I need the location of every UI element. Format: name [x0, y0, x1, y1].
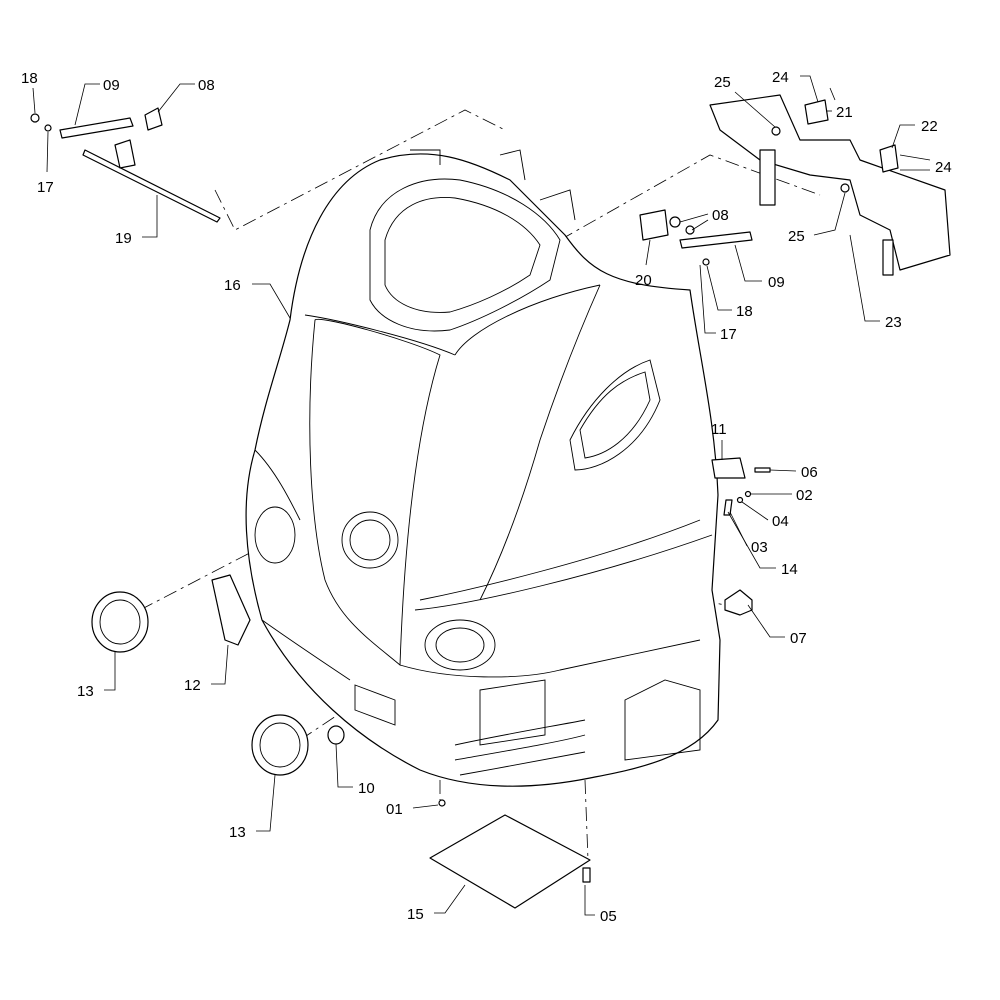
bracket-21: [804, 99, 829, 125]
nut-18-left: [30, 113, 40, 123]
label-03: 03: [751, 539, 768, 556]
leader-lines: [32, 75, 931, 916]
screw-06: [754, 467, 771, 473]
label-19: 19: [115, 230, 132, 247]
label-18-right: 18: [736, 303, 753, 320]
label-17-right: 17: [720, 326, 737, 343]
label-22: 22: [921, 118, 938, 135]
gas-strut-09-left: [59, 117, 134, 139]
label-17: 17: [37, 179, 54, 196]
hood-body: [245, 149, 721, 787]
label-15: 15: [407, 906, 424, 923]
label-04: 04: [772, 513, 789, 530]
label-12: 12: [184, 677, 201, 694]
label-13-lower: 13: [229, 824, 246, 841]
label-09-right: 09: [768, 274, 785, 291]
label-02: 02: [796, 487, 813, 504]
label-05: 05: [600, 908, 617, 925]
label-18: 18: [21, 70, 38, 87]
bracket-20: [639, 209, 669, 241]
bracket-22: [879, 144, 899, 173]
lamp-13-upper: [91, 591, 149, 653]
connector-10: [327, 725, 345, 745]
label-25-top: 25: [714, 74, 731, 91]
label-06: 06: [801, 464, 818, 481]
screw-01: [438, 799, 446, 807]
label-08: 08: [198, 77, 215, 94]
bolt-08-right: [669, 216, 681, 228]
lamp-housing-12: [211, 574, 251, 646]
label-01: 01: [386, 801, 403, 818]
screw-05: [582, 867, 591, 883]
label-09: 09: [103, 77, 120, 94]
part-labels: 18 09 08 17 19 16 25 24 21 22 24 25 08 2…: [21, 69, 952, 925]
label-21: 21: [836, 104, 853, 121]
lamp-13-lower: [251, 714, 309, 776]
bracket-08-left: [144, 107, 163, 131]
small-parts: [30, 94, 951, 909]
hinge-11: [711, 457, 746, 479]
label-24-top: 24: [772, 69, 789, 86]
bracket-plate-23: [709, 94, 951, 271]
label-24-right: 24: [935, 159, 952, 176]
nut-25-top: [771, 126, 781, 136]
label-10: 10: [358, 780, 375, 797]
gas-strut-09-right: [679, 231, 753, 249]
bumper-07: [724, 589, 753, 616]
washer-17-left: [44, 124, 52, 132]
bracket-left: [114, 139, 136, 169]
label-25-bottom: 25: [788, 228, 805, 245]
label-23: 23: [885, 314, 902, 331]
label-07: 07: [790, 630, 807, 647]
label-20: 20: [635, 272, 652, 289]
label-11: 11: [711, 421, 727, 438]
nut-25-bottom: [840, 183, 850, 193]
label-13-upper: 13: [77, 683, 94, 700]
label-14: 14: [781, 561, 798, 578]
label-16: 16: [224, 277, 241, 294]
rod-19: [82, 149, 221, 223]
cover-plate-15: [429, 814, 591, 909]
label-08-right: 08: [712, 207, 729, 224]
